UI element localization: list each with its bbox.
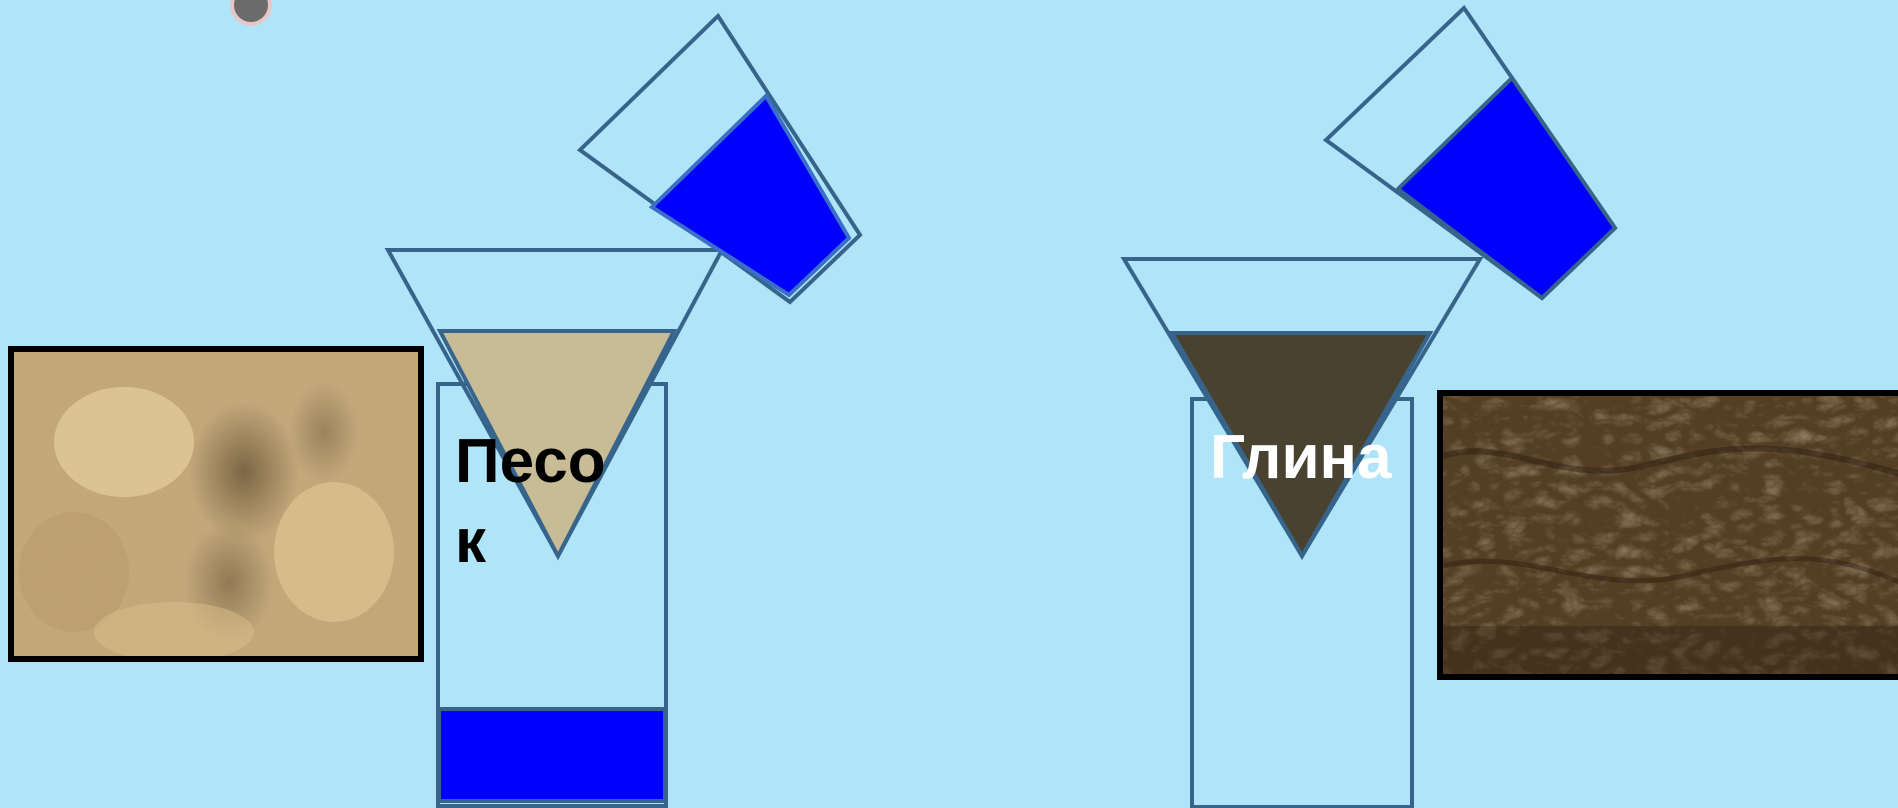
pouring-glass-left bbox=[576, 12, 863, 305]
pointer-dot-icon bbox=[234, 0, 268, 22]
clay-funnel bbox=[1120, 257, 1484, 560]
sand-label-line-2: к bbox=[455, 507, 487, 576]
clay-filling bbox=[1168, 331, 1434, 560]
sand-photo-icon bbox=[14, 352, 418, 656]
clay-label: Глина bbox=[1210, 423, 1392, 492]
sand-funnel bbox=[384, 248, 726, 561]
pouring-glass-right-water bbox=[1394, 74, 1618, 301]
sand-beaker-water bbox=[437, 707, 667, 803]
sand-label-line-1: Песо bbox=[455, 427, 606, 496]
pouring-glass-left-water bbox=[648, 92, 852, 298]
sand-label: Песо к bbox=[455, 422, 606, 582]
sand-filling bbox=[436, 329, 678, 561]
sand-texture-image bbox=[8, 346, 424, 662]
clay-texture-image bbox=[1437, 390, 1898, 680]
clay-photo-icon bbox=[1443, 396, 1898, 674]
